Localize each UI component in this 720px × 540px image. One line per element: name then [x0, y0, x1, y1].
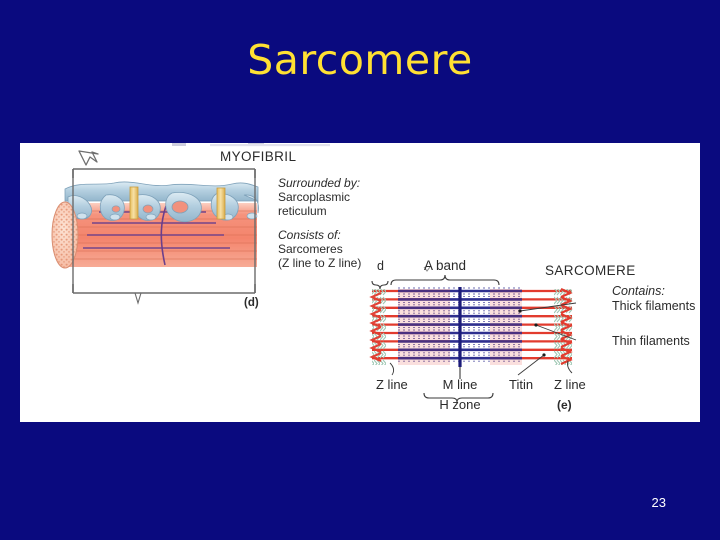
myofibril-illustration — [51, 150, 259, 305]
h-zone-bracket — [423, 392, 494, 403]
cropped-text-remnant — [172, 143, 330, 147]
a-band-label: A band — [424, 258, 466, 273]
striation-curve — [160, 205, 167, 266]
transverse-tubules — [129, 186, 226, 220]
m-line-label: M line — [443, 377, 478, 392]
myofibril-extent-bottom — [72, 284, 256, 305]
myofibril-cross-section — [51, 201, 79, 269]
page-number: 23 — [651, 495, 666, 510]
z-line-left-label: Z line — [376, 377, 408, 392]
z-line-right-label: Z line — [554, 377, 586, 392]
a-band-bracket — [390, 274, 500, 286]
note-surrounded-by-line-2: reticulum — [278, 204, 327, 218]
myofibril-heading: MYOFIBRIL — [220, 149, 296, 164]
contains-lead: Contains: — [612, 284, 665, 298]
caret-mark-icon — [423, 266, 431, 272]
z-line-right-leader — [567, 360, 573, 374]
sarcomere-figure: MYOFIBRIL (d) Surrounded by: Sarcoplasmi… — [51, 143, 695, 412]
z-line-left-leader — [389, 362, 395, 376]
note-surrounded-by-line-1: Sarcoplasmic — [278, 190, 350, 204]
thin-filaments-label: Thin filaments — [612, 334, 690, 348]
sarcomere-d-label: d — [377, 259, 384, 273]
titin-anchor-dot — [542, 353, 546, 357]
sarcomere-illustration: d A band SARCOMERE — [369, 258, 695, 412]
myofibril-notes: Surrounded by: Sarcoplasmic reticulum Co… — [278, 176, 361, 270]
note-consists-of-lead: Consists of: — [278, 228, 341, 242]
filament-lattice — [369, 287, 573, 367]
titin-label: Titin — [509, 377, 533, 392]
d-bracket — [371, 280, 389, 290]
panel-e-label: (e) — [557, 398, 572, 412]
note-consists-of-line-2: (Z line to Z line) — [278, 256, 361, 270]
thick-filaments-label: Thick filaments — [612, 299, 695, 313]
titin-leader-line — [517, 354, 545, 376]
sarcomere-label: SARCOMERE — [545, 263, 636, 278]
myofibril-extent-top — [72, 168, 256, 178]
page-title: Sarcomere — [247, 36, 473, 84]
panel-d-label: (d) — [244, 297, 259, 309]
label-leader-lines — [519, 302, 577, 341]
note-consists-of-line-1: Sarcomeres — [278, 242, 343, 256]
thick-filament-anchor-dot — [518, 309, 522, 313]
figure-panel: MYOFIBRIL (d) Surrounded by: Sarcoplasmi… — [20, 143, 700, 422]
note-surrounded-by-lead: Surrounded by: — [278, 176, 360, 190]
thin-filament-anchor-dot — [534, 323, 538, 327]
z-line-left — [369, 291, 382, 363]
h-zone-label: H zone — [439, 397, 480, 412]
z-line-right — [560, 287, 573, 366]
pointer-arrow-icon — [78, 150, 99, 166]
